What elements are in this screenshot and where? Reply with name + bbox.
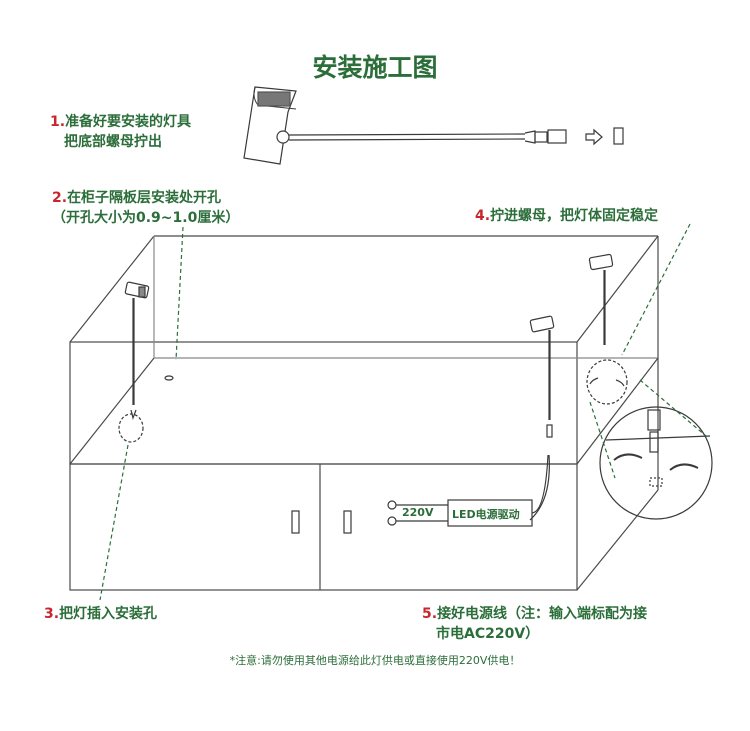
step-4: 4.拧进螺母，把灯体固定稳定: [475, 206, 658, 226]
lamp-right: [586, 253, 628, 405]
step-3-line1: 把灯插入安装孔: [59, 606, 158, 622]
input-voltage-label: 220V: [402, 506, 434, 519]
step-4-number: 4.: [475, 208, 491, 224]
step-2: 2.在柜子隔板层安装处开孔 （开孔大小为0.9~1.0厘米）: [52, 188, 239, 228]
terminal-icon: [387, 516, 397, 526]
step-5-line2: 市电AC220V）: [436, 626, 540, 642]
lamp-detail-icon: [243, 86, 567, 165]
step-1-line2: 把底部螺母拧出: [64, 134, 162, 150]
cabinet-outline: [69, 235, 659, 591]
step-3-number: 3.: [44, 606, 60, 622]
step-1-line1: 准备好要安装的灯具: [65, 114, 192, 130]
step-5-line1: 接好电源线（注：输入端标配为接: [437, 606, 648, 622]
mounting-hole: [164, 375, 174, 381]
nut-icon: [613, 127, 624, 145]
step-3: 3.把灯插入安装孔: [44, 604, 157, 624]
step-4-line1: 拧进螺母，把灯体固定稳定: [490, 208, 659, 224]
diagram-title: 安装施工图: [312, 53, 438, 82]
step-2-line1: 在柜子隔板层安装处开孔: [67, 190, 222, 206]
terminal-icon: [387, 500, 397, 510]
lamp-middle: [529, 315, 555, 521]
step-2-line2: （开孔大小为0.9~1.0厘米）: [52, 210, 240, 226]
step-5-number: 5.: [422, 606, 438, 622]
door-handle-right: [343, 510, 352, 534]
arrow-right-icon: [585, 128, 603, 146]
led-driver-label: LED电源驱动: [452, 508, 520, 521]
step-2-number: 2.: [52, 190, 68, 206]
rotate-arrow-icon: [613, 453, 643, 461]
step-5: 5.接好电源线（注：输入端标配为接 市电AC220V）: [422, 604, 647, 644]
step-1: 1.准备好要安装的灯具 把底部螺母拧出: [50, 112, 191, 152]
step-1-number: 1.: [50, 114, 66, 130]
door-handle-left: [291, 510, 300, 534]
warning-note: *注意:请勿使用其他电源给此灯供电或直接使用220V供电！: [229, 654, 521, 667]
lamp-left: [118, 281, 150, 443]
zoom-detail-circle: [599, 406, 713, 520]
